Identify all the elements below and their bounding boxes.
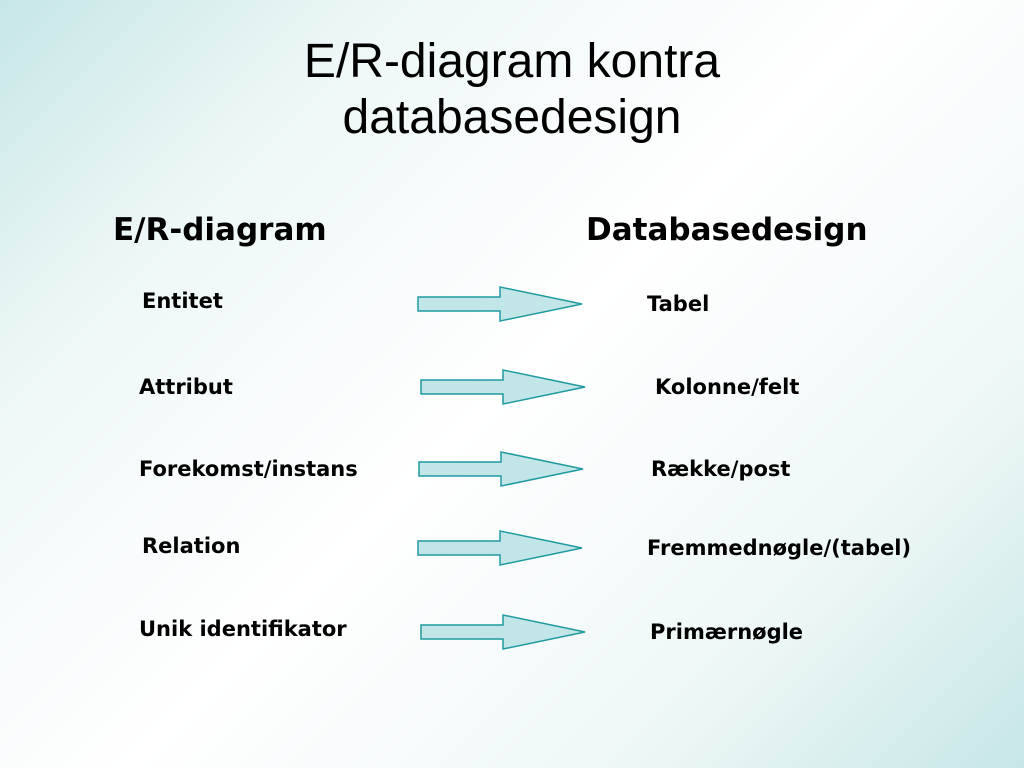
er-term-entity: Entitet [142, 289, 223, 313]
db-term-primary-key: Primærnøgle [650, 620, 804, 644]
slide-title-line-2: databasedesign [342, 91, 682, 144]
right-arrow-icon [417, 286, 583, 322]
right-arrow-icon [420, 614, 586, 650]
er-term-relation: Relation [142, 534, 241, 558]
er-diagram-heading: E/R-diagram [113, 212, 327, 248]
right-arrow-icon [420, 369, 586, 405]
db-term-row: Række/post [651, 457, 791, 481]
er-term-unique-identifier: Unik identifikator [139, 617, 347, 641]
db-term-column: Kolonne/felt [655, 375, 800, 399]
database-design-heading: Databasedesign [586, 212, 868, 248]
db-term-table: Tabel [647, 292, 710, 316]
right-arrow-icon [418, 451, 584, 487]
db-term-foreign-key: Fremmednøgle/(tabel) [647, 536, 912, 560]
right-arrow-icon [417, 530, 583, 566]
er-term-instance: Forekomst/instans [139, 457, 358, 481]
er-term-attribute: Attribut [139, 375, 233, 399]
slide-title-line-1: E/R-diagram kontra [303, 35, 721, 88]
slide-title: E/R-diagram kontra databasedesign [0, 34, 1024, 146]
